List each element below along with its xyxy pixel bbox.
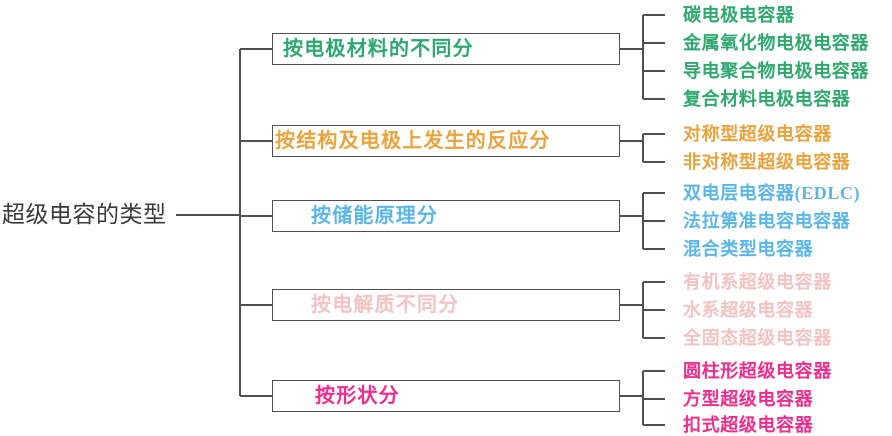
branch-box-2[interactable]: 按结构及电极上发生的反应分: [272, 125, 620, 157]
branch-label: 按电极材料的不同分: [283, 38, 474, 60]
leaf-label[interactable]: 混合类型电容器: [683, 239, 814, 259]
leaf-label[interactable]: 金属氧化物电极电容器: [683, 33, 869, 53]
leaf-label[interactable]: 全固态超级电容器: [683, 328, 832, 348]
leaf-label[interactable]: 扣式超级电容器: [683, 415, 814, 435]
branch-box-5[interactable]: 按形状分: [272, 380, 620, 412]
branch-label: 按结构及电极上发生的反应分: [275, 130, 551, 152]
branch-label: 按形状分: [315, 385, 400, 407]
leaf-label[interactable]: 有机系超级电容器: [683, 272, 832, 292]
leaf-label[interactable]: 水系超级电容器: [683, 300, 814, 320]
leaf-label[interactable]: 方型超级电容器: [683, 389, 814, 409]
leaf-label[interactable]: 圆柱形超级电容器: [683, 361, 832, 381]
root-node-label: 超级电容的类型: [2, 202, 167, 227]
leaf-label[interactable]: 碳电极电容器: [683, 5, 795, 25]
branch-label: 按电解质不同分: [311, 294, 460, 316]
leaf-label[interactable]: 导电聚合物电极电容器: [683, 61, 869, 81]
leaf-label[interactable]: 对称型超级电容器: [683, 124, 832, 144]
leaf-label[interactable]: 复合材料电极电容器: [683, 89, 851, 109]
branch-box-4[interactable]: 按电解质不同分: [272, 289, 620, 321]
leaf-label[interactable]: 双电层电容器(EDLC): [683, 183, 861, 203]
branch-box-1[interactable]: 按电极材料的不同分: [272, 33, 620, 65]
branch-label: 按储能原理分: [311, 205, 439, 227]
branch-box-3[interactable]: 按储能原理分: [272, 200, 620, 232]
leaf-label[interactable]: 非对称型超级电容器: [683, 152, 851, 172]
leaf-label[interactable]: 法拉第准电容电容器: [683, 211, 851, 231]
